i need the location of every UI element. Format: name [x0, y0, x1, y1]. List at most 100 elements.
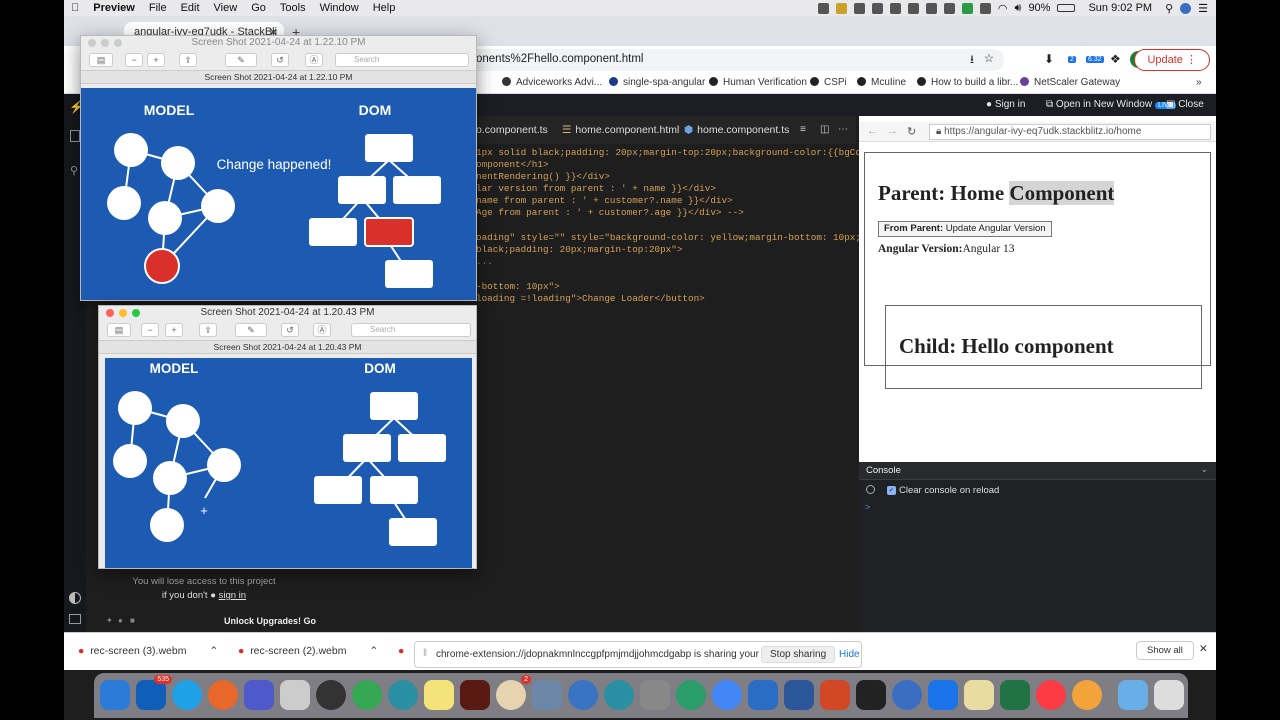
bluetooth-icon[interactable]	[979, 2, 991, 14]
close-dot-icon[interactable]	[106, 309, 114, 317]
markup-pen-icon[interactable]: ✎	[235, 323, 267, 337]
split-editor-icon[interactable]: ◫	[820, 124, 830, 135]
update-button[interactable]: Update ⋮	[1134, 49, 1210, 71]
download-item-1[interactable]: ● rec-screen (3).webm ⌃	[78, 645, 218, 657]
wifi-icon[interactable]: ◠	[997, 2, 1008, 15]
preview-url-field[interactable]: 🔒︎ https://angular-ivy-eq7udk.stackblitz…	[929, 124, 1211, 140]
photos-icon[interactable]	[1072, 680, 1102, 710]
bluetooth-app-icon[interactable]	[928, 680, 958, 710]
spotlight-icon[interactable]: ⚲	[1165, 2, 1174, 15]
battery-icon[interactable]	[1057, 4, 1076, 12]
tab-o-component-ts[interactable]: o.component.ts	[476, 124, 548, 136]
time-machine-icon[interactable]	[925, 2, 937, 14]
close-dot-icon[interactable]	[88, 39, 96, 47]
twitter-icon[interactable]: ✦	[106, 616, 113, 625]
sidebar-toggle-icon[interactable]: ▤	[89, 53, 113, 67]
vscode-icon[interactable]	[748, 680, 778, 710]
control-center-icon[interactable]: ☰	[1198, 2, 1208, 15]
printer-icon[interactable]	[943, 2, 955, 14]
drag-handle-icon[interactable]: ‖	[423, 648, 428, 659]
puzzle-icon[interactable]: ❖	[1110, 52, 1121, 66]
firefox-icon[interactable]	[208, 680, 238, 710]
theme-toggle-icon[interactable]	[69, 592, 81, 604]
install-icon[interactable]: ⭳	[969, 54, 974, 66]
reload-icon[interactable]: ↻	[907, 126, 917, 138]
chevron-down-icon[interactable]: ⌄	[1200, 464, 1208, 474]
menu-tools[interactable]: Tools	[271, 2, 306, 14]
notes-icon[interactable]	[424, 680, 454, 710]
bookmark-star-icon[interactable]: ☆	[983, 53, 994, 65]
excel-icon[interactable]	[1000, 680, 1030, 710]
tab-home-component-html[interactable]: ☰home.component.html	[562, 124, 680, 136]
green-app-icon[interactable]	[961, 2, 973, 14]
bookmark-mcuiine[interactable]: McuIine	[857, 77, 906, 88]
zoom-dot-icon[interactable]	[114, 39, 122, 47]
bookmark-single-spa[interactable]: single-spa-angular	[609, 77, 705, 88]
new-tab-button[interactable]: +	[292, 24, 301, 40]
minimize-dot-icon[interactable]	[101, 39, 109, 47]
folder-icon[interactable]	[1118, 680, 1148, 710]
zoom-in-icon[interactable]: +	[147, 53, 165, 67]
zoom-out-icon[interactable]: −	[125, 53, 143, 67]
sync-app-icon[interactable]	[676, 680, 706, 710]
user-icon[interactable]	[1180, 2, 1192, 14]
help-icon[interactable]	[280, 680, 310, 710]
app-badge-icon[interactable]: 2	[496, 675, 531, 710]
show-all-button[interactable]: Show all	[1136, 641, 1194, 660]
extension-badge-2[interactable]: 6.32	[1086, 56, 1104, 63]
update-angular-version-button[interactable]: From Parent: Update Angular Version	[878, 221, 1052, 237]
bookmark-cspi[interactable]: CSPi	[810, 77, 847, 88]
tab-close-icon[interactable]: ✕	[268, 27, 278, 39]
finder-icon[interactable]	[100, 680, 130, 710]
zoom-dot-icon[interactable]	[132, 309, 140, 317]
forward-icon[interactable]: →	[887, 125, 898, 137]
menu-view[interactable]: View	[205, 2, 238, 14]
menu-window[interactable]: Window	[311, 2, 359, 14]
kebab-menu-icon[interactable]: ⋮	[1186, 54, 1197, 66]
keychain-icon[interactable]	[316, 680, 346, 710]
tab-home-component-ts[interactable]: ⬢home.component.ts	[684, 124, 790, 136]
sign-in-button[interactable]: ● Sign in	[986, 99, 1026, 110]
utility-icon[interactable]	[640, 680, 670, 710]
close-button[interactable]: ▣ Close	[1166, 99, 1204, 110]
stop-sharing-button[interactable]: Stop sharing	[761, 646, 836, 663]
script-icon[interactable]	[964, 680, 994, 710]
music-icon[interactable]	[1036, 680, 1066, 710]
browser-icon[interactable]	[388, 680, 418, 710]
sync-icon[interactable]	[889, 2, 901, 14]
volume-icon[interactable]: 🔊︎	[1014, 1, 1022, 14]
chrome-canary-icon[interactable]	[712, 680, 742, 710]
clear-on-reload-checkbox[interactable]: ✓	[887, 486, 896, 495]
github-footer-icon[interactable]: ●	[118, 616, 123, 625]
shield-icon[interactable]	[835, 2, 847, 14]
preview-window-2[interactable]: Screen Shot 2021-04-24 at 1.20.43 PM ▤ −…	[98, 305, 477, 569]
sidebar-toggle-icon[interactable]: ▤	[107, 323, 131, 337]
app-circle-icon[interactable]	[892, 680, 922, 710]
hide-button[interactable]: Hide	[839, 649, 860, 660]
bookmarks-overflow-icon[interactable]: »	[1196, 77, 1202, 88]
zoom-in-icon[interactable]: +	[165, 323, 183, 337]
files-icon[interactable]	[70, 130, 80, 142]
menubar-clock[interactable]: Sun 9:02 PM	[1088, 2, 1153, 14]
flash-icon[interactable]	[460, 680, 490, 710]
annotate-icon[interactable]: Ⓐ	[305, 53, 323, 67]
network-icon[interactable]	[907, 2, 919, 14]
download-item-3-icon[interactable]: ●	[398, 645, 405, 657]
markup-pen-icon[interactable]: ✎	[225, 53, 257, 67]
unlock-upgrades-link[interactable]: Unlock Upgrades! Go	[224, 616, 317, 626]
panel-icon[interactable]	[69, 614, 81, 624]
download-item-2[interactable]: ● rec-screen (2).webm ⌃	[238, 645, 378, 657]
outlook-icon[interactable]: 535	[136, 675, 172, 710]
menu-edit[interactable]: Edit	[172, 2, 200, 14]
chrome-icon[interactable]	[352, 680, 382, 710]
close-downloads-icon[interactable]: ✕	[1199, 643, 1208, 655]
sign-in-link[interactable]: sign in	[218, 590, 247, 601]
bookmark-adviceworks[interactable]: Adviceworks Advi...	[502, 77, 602, 88]
apps-grid-icon[interactable]	[568, 680, 598, 710]
search-field[interactable]: Search	[335, 53, 469, 67]
bookmark-human-verification[interactable]: Human Verification	[709, 77, 807, 88]
search-icon[interactable]: ⚲	[70, 165, 79, 177]
word-icon[interactable]	[784, 680, 814, 710]
mic-icon[interactable]	[817, 2, 829, 14]
